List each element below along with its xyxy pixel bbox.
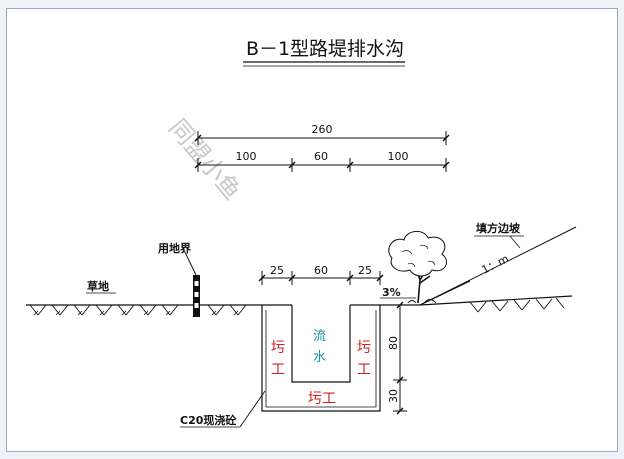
ditch-structure — [261, 304, 381, 412]
slope-pct-label: 3% — [382, 286, 401, 299]
land-boundary-label: 用地界 — [158, 241, 191, 255]
grass-label-group: 草地 — [86, 279, 116, 294]
fill-slope-label: 填方边坡 — [476, 221, 521, 235]
concrete-label: C20现浇砼 — [180, 413, 237, 427]
dim-depth-lower-label: 30 — [387, 389, 400, 403]
dim-ditch-mid-label: 60 — [314, 264, 328, 277]
dim-top-total-label: 260 — [312, 123, 333, 136]
watermark: 同盟小鱼 — [163, 114, 246, 206]
water-char1: 流 — [313, 329, 326, 344]
ground-left — [26, 304, 262, 316]
dim-ditch: 25 60 25 — [258, 264, 384, 285]
dim-top-right-label: 100 — [388, 150, 409, 163]
dim-top-split: 100 60 100 — [194, 150, 450, 172]
dim-ditch-left-label: 25 — [270, 264, 284, 277]
dim-top-total: 260 — [194, 123, 450, 145]
land-boundary-marker: 用地界 — [158, 241, 200, 317]
water-char2: 水 — [313, 350, 326, 365]
watermark-text: 同盟小鱼 — [163, 114, 246, 206]
slope-ratio-label: 1：m — [479, 252, 510, 277]
masonry-bottom-label: 圬工 — [308, 391, 336, 407]
masonry-right-char2: 工 — [357, 362, 371, 378]
dim-ditch-right-label: 25 — [358, 264, 372, 277]
drawing-frame — [6, 8, 618, 452]
concrete-label-group: C20现浇砼 — [180, 390, 266, 428]
tree-icon — [388, 231, 447, 304]
masonry-left-char1: 圬 — [271, 340, 285, 356]
dim-vertical: 80 30 — [387, 301, 407, 415]
masonry-left-char2: 工 — [271, 362, 285, 378]
masonry-right-char1: 圬 — [357, 340, 371, 356]
dim-depth-upper-label: 80 — [387, 336, 400, 350]
dim-top-left-label: 100 — [236, 150, 257, 163]
grass-label: 草地 — [87, 279, 109, 293]
fill-slope-label-group: 填方边坡 — [474, 221, 524, 249]
page-title: B－1型路堤排水沟 — [246, 38, 404, 60]
dim-top-mid-label: 60 — [314, 150, 328, 163]
